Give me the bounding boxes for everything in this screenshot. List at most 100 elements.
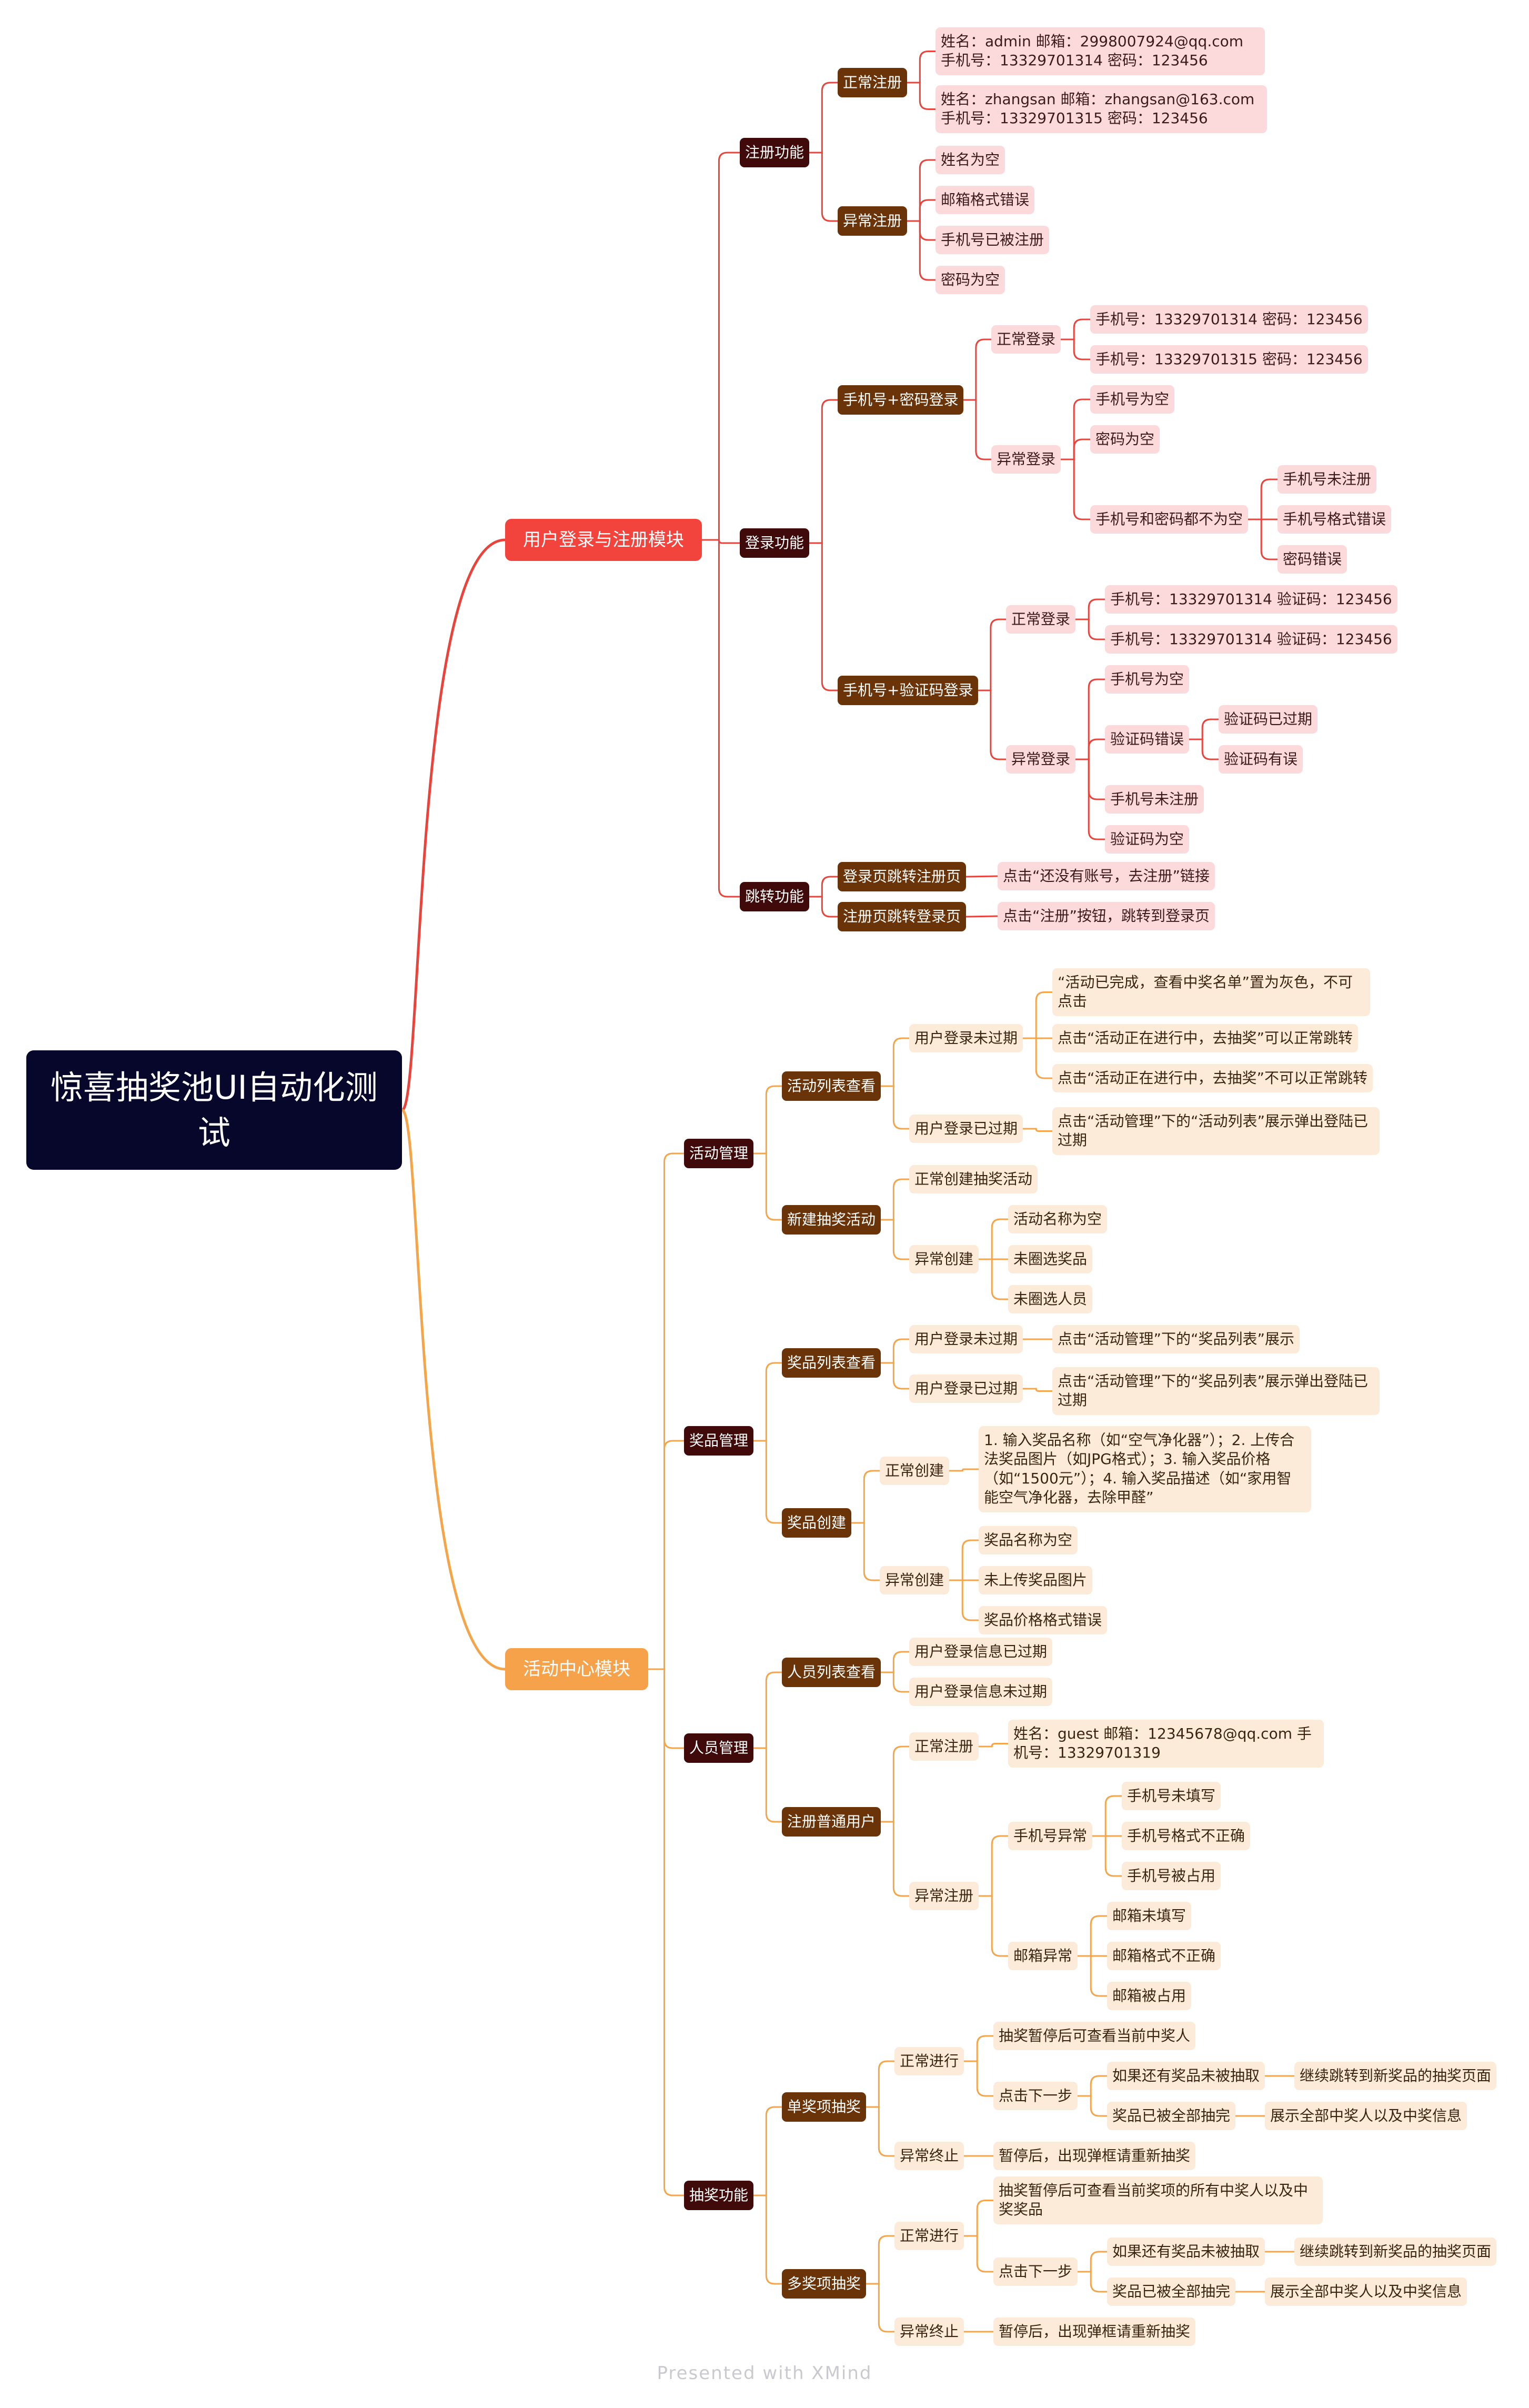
topic-single-draw[interactable]: 单奖项抽奖 xyxy=(782,2092,867,2122)
topic-draw[interactable]: 抽奖功能 xyxy=(684,2181,754,2211)
connector xyxy=(965,875,998,878)
case-prize-list-expired: 点击“活动管理”下的“奖品列表”展示弹出登陆已过期 xyxy=(1052,1367,1380,1415)
topic-prize-manage[interactable]: 奖品管理 xyxy=(684,1426,754,1456)
connector xyxy=(753,2194,782,2285)
connector xyxy=(907,199,935,222)
topic-multi-stop[interactable]: 异常终止 xyxy=(894,2317,964,2346)
topic-multi-remaining[interactable]: 如果还有奖品未被抽取 xyxy=(1107,2238,1265,2266)
connector xyxy=(1023,991,1052,1039)
topic-register[interactable]: 注册功能 xyxy=(740,138,810,168)
topic-login[interactable]: 登录功能 xyxy=(740,528,810,558)
topic-code-abnormal[interactable]: 异常登录 xyxy=(1006,745,1076,774)
case-activity-list-expired: 点击“活动管理”下的“活动列表”展示弹出登陆已过期 xyxy=(1052,1107,1380,1155)
topic-user-register-normal[interactable]: 正常注册 xyxy=(909,1732,979,1761)
connector xyxy=(965,915,998,918)
connector xyxy=(1061,438,1090,460)
topic-create-activity[interactable]: 新建抽奖活动 xyxy=(782,1205,881,1235)
branch-activity[interactable]: 活动中心模块 xyxy=(505,1648,648,1691)
connector xyxy=(907,82,935,110)
connector xyxy=(881,1338,909,1364)
topic-multi-draw[interactable]: 多奖项抽奖 xyxy=(782,2269,867,2299)
connector xyxy=(1075,758,1105,840)
topic-multi-next[interactable]: 点击下一步 xyxy=(993,2258,1078,2286)
case-phone-taken: 手机号被占用 xyxy=(1122,1862,1221,1891)
case-name-empty: 姓名为空 xyxy=(935,146,1005,175)
connector xyxy=(648,1668,684,1749)
topic-pwd-normal[interactable]: 正常登录 xyxy=(991,325,1061,354)
case-pwd-ok-1: 手机号：13329701314 密码：123456 xyxy=(1090,305,1368,334)
connector xyxy=(753,1747,782,1823)
case-jump-to-login: 点击“注册”按钮，跳转到登录页 xyxy=(998,902,1215,931)
connector xyxy=(753,1085,782,1155)
topic-prize-create-abnormal[interactable]: 异常创建 xyxy=(880,1566,950,1595)
topic-prize-login-expired[interactable]: 用户登录已过期 xyxy=(909,1374,1023,1403)
topic-multi-all-drawn[interactable]: 奖品已被全部抽完 xyxy=(1107,2277,1236,2306)
case-code-ok-2: 手机号：13329701314 验证码：123456 xyxy=(1105,625,1397,654)
connector xyxy=(648,1440,684,1670)
topic-multi-normal[interactable]: 正常进行 xyxy=(894,2222,964,2251)
case-password-empty: 密码为空 xyxy=(935,266,1005,295)
connector xyxy=(866,2283,894,2333)
connector xyxy=(949,1539,979,1581)
connector xyxy=(978,689,1006,760)
connector xyxy=(1023,1388,1052,1392)
connector xyxy=(1092,1835,1122,1877)
connector xyxy=(1078,1915,1107,1957)
connector xyxy=(978,618,1006,691)
topic-prize-create[interactable]: 奖品创建 xyxy=(782,1508,852,1538)
topic-single-next[interactable]: 点击下一步 xyxy=(993,2082,1078,2111)
case-email-taken: 邮箱被占用 xyxy=(1107,1982,1192,2011)
topic-people-list[interactable]: 人员列表查看 xyxy=(782,1658,881,1688)
topic-jump-to-login[interactable]: 注册页跳转登录页 xyxy=(838,902,967,932)
topic-login-password[interactable]: 手机号+密码登录 xyxy=(838,385,964,415)
case-prize-image-missing: 未上传奖品图片 xyxy=(979,1566,1093,1595)
topic-jump[interactable]: 跳转功能 xyxy=(740,882,810,912)
topic-activity-manage[interactable]: 活动管理 xyxy=(684,1139,754,1169)
connector xyxy=(809,896,838,918)
connector xyxy=(1078,2075,1107,2097)
topic-user-register-abnormal[interactable]: 异常注册 xyxy=(909,1882,979,1911)
topic-activity-list[interactable]: 活动列表查看 xyxy=(782,1071,881,1101)
connector xyxy=(881,1651,909,1673)
topic-jump-to-register[interactable]: 登录页跳转注册页 xyxy=(838,862,967,892)
topic-prize-login-valid[interactable]: 用户登录未过期 xyxy=(909,1325,1023,1354)
topic-people-manage[interactable]: 人员管理 xyxy=(684,1733,754,1763)
case-single-pause: 抽奖暂停后可查看当前中奖人 xyxy=(993,2022,1196,2051)
root-topic[interactable]: 惊喜抽奖池UI自动化测试 xyxy=(26,1050,402,1170)
topic-both-filled[interactable]: 手机号和密码都不为空 xyxy=(1090,505,1249,534)
connector xyxy=(753,1671,782,1749)
topic-code-normal[interactable]: 正常登录 xyxy=(1006,605,1076,634)
topic-create-activity-abnormal[interactable]: 异常创建 xyxy=(909,1245,979,1274)
connector xyxy=(809,876,838,898)
topic-phone-abnormal[interactable]: 手机号异常 xyxy=(1008,1822,1093,1851)
topic-register-abnormal[interactable]: 异常注册 xyxy=(838,206,908,236)
connector xyxy=(979,1835,1008,1897)
case-single-stop: 暂停后，出现弹框请重新抽奖 xyxy=(993,2142,1196,2171)
branch-login[interactable]: 用户登录与注册模块 xyxy=(505,519,702,561)
topic-login-code[interactable]: 手机号+验证码登录 xyxy=(838,676,979,706)
connector xyxy=(979,1743,1008,1748)
case-pwd-phone-empty: 手机号为空 xyxy=(1090,385,1175,414)
topic-login-valid[interactable]: 用户登录未过期 xyxy=(909,1024,1023,1053)
topic-code-wrong[interactable]: 验证码错误 xyxy=(1105,725,1190,754)
case-pwd-ok-2: 手机号：13329701315 密码：123456 xyxy=(1090,345,1368,374)
case-password-wrong: 密码错误 xyxy=(1277,545,1347,574)
case-code-ok-1: 手机号：13329701314 验证码：123456 xyxy=(1105,585,1397,614)
connector xyxy=(753,2106,782,2196)
topic-single-normal[interactable]: 正常进行 xyxy=(894,2047,964,2076)
topic-register-user[interactable]: 注册普通用户 xyxy=(782,1807,881,1837)
topic-pwd-abnormal[interactable]: 异常登录 xyxy=(991,445,1061,474)
topic-single-stop[interactable]: 异常终止 xyxy=(894,2142,964,2171)
case-code-incorrect: 验证码有误 xyxy=(1219,745,1303,774)
case-single-show-winners: 展示全部中奖人以及中奖信息 xyxy=(1265,2102,1467,2131)
case-prize-name-empty: 奖品名称为空 xyxy=(979,1526,1078,1555)
topic-single-all-drawn[interactable]: 奖品已被全部抽完 xyxy=(1107,2102,1236,2131)
topic-single-remaining[interactable]: 如果还有奖品未被抽取 xyxy=(1107,2062,1265,2091)
topic-login-expired[interactable]: 用户登录已过期 xyxy=(909,1115,1023,1143)
topic-email-abnormal[interactable]: 邮箱异常 xyxy=(1008,1942,1078,1971)
connector xyxy=(907,51,935,84)
topic-prize-list[interactable]: 奖品列表查看 xyxy=(782,1348,881,1378)
topic-register-normal[interactable]: 正常注册 xyxy=(838,68,908,98)
topic-prize-create-normal[interactable]: 正常创建 xyxy=(880,1457,950,1486)
connector xyxy=(979,1218,1008,1260)
